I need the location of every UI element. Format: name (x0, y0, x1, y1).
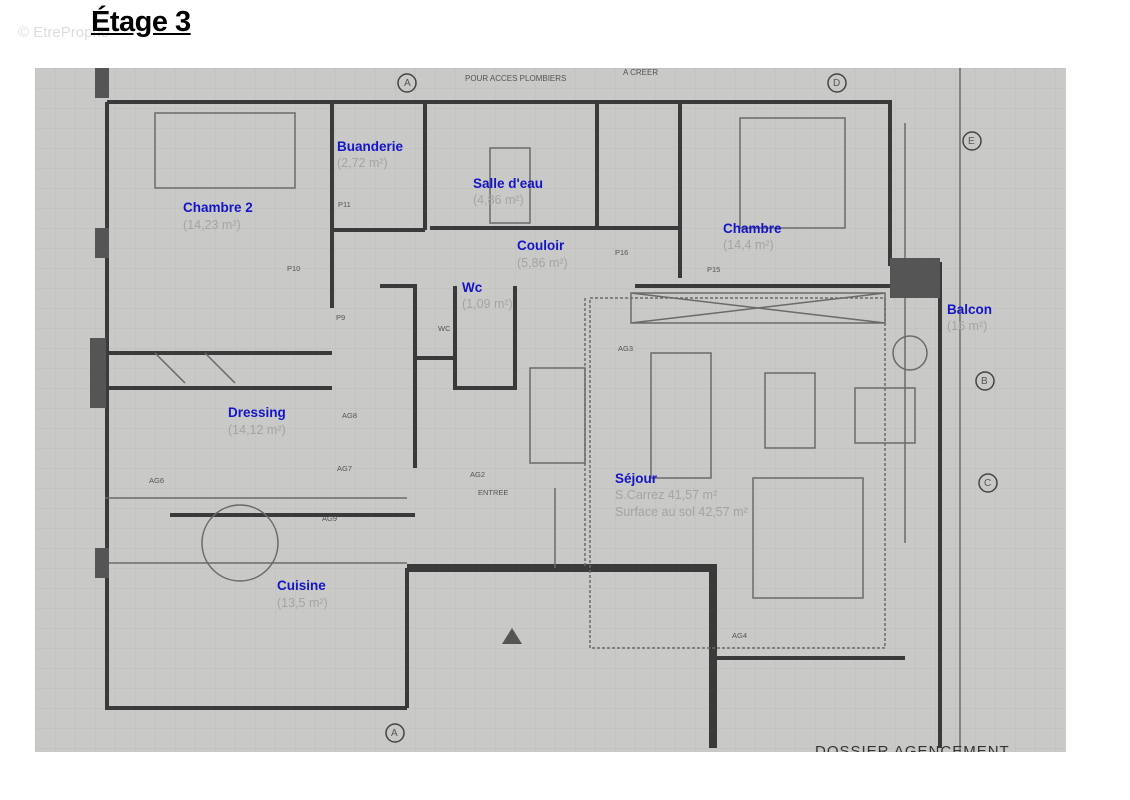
room-label-wc: Wc (462, 280, 483, 295)
door-tag: P10 (287, 264, 301, 273)
door-tag: ENTREE (478, 488, 509, 497)
section-marker-d: D (833, 78, 841, 89)
room-area-wc: (1,09 m²) (462, 297, 513, 311)
door-tag: P15 (707, 265, 721, 274)
room-label-cuisine: Cuisine (277, 578, 326, 593)
room-area-chambre: (14,4 m²) (723, 238, 774, 252)
floor-plan: POUR ACCES PLOMBIERS A CREER DOSSIER AGE… (35, 68, 1066, 752)
room-area-sejour-carrez: S.Carrez 41,57 m² (615, 488, 718, 502)
door-tag: AG4 (732, 631, 748, 640)
door-tag: P11 (338, 200, 351, 209)
room-label-salle-d-eau: Salle d'eau (473, 176, 543, 191)
room-label-buanderie: Buanderie (337, 139, 404, 154)
door-tag: AG7 (337, 464, 353, 473)
room-label-couloir: Couloir (517, 238, 565, 253)
room-label-chambre: Chambre (723, 221, 782, 236)
note-to-create: A CREER (623, 68, 659, 77)
room-label-sejour: Séjour (615, 471, 658, 486)
room-area-sejour-floor: Surface au sol 42,57 m² (615, 505, 748, 519)
door-tag: AG9 (322, 514, 338, 523)
section-marker-c: C (984, 478, 992, 489)
room-area-dressing: (14,12 m²) (228, 423, 286, 437)
section-marker-e: E (968, 136, 975, 147)
room-area-cuisine: (13,5 m²) (277, 596, 328, 610)
room-label-dressing: Dressing (228, 405, 286, 420)
room-area-salle-d-eau: (4,86 m²) (473, 193, 524, 207)
note-dossier-agencement: DOSSIER AGENCEMENT (815, 743, 1010, 752)
section-marker-a-bottom: A (391, 728, 398, 739)
door-tag: AG2 (470, 470, 486, 479)
door-tag: AG8 (342, 411, 358, 420)
note-plumber-access: POUR ACCES PLOMBIERS (465, 74, 567, 83)
door-tag: AG3 (618, 344, 634, 353)
room-area-chambre-2: (14,23 m²) (183, 218, 241, 232)
watermark: © EtreProprio (18, 24, 110, 41)
room-area-balcon: (16 m²) (947, 319, 988, 333)
room-label-chambre-2: Chambre 2 (183, 200, 253, 215)
door-tag: WC (438, 324, 451, 333)
door-tag: AG6 (149, 476, 165, 485)
section-marker-b: B (981, 376, 988, 387)
room-area-couloir: (5,86 m²) (517, 256, 568, 270)
door-tag: P16 (615, 248, 629, 257)
room-label-balcon: Balcon (947, 302, 993, 317)
door-tag: P9 (336, 313, 346, 322)
page-title: Étage 3 (91, 6, 191, 38)
floor-plan-drawing (35, 68, 1066, 752)
section-marker-a: A (404, 78, 411, 89)
room-area-buanderie: (2,72 m²) (337, 156, 388, 170)
